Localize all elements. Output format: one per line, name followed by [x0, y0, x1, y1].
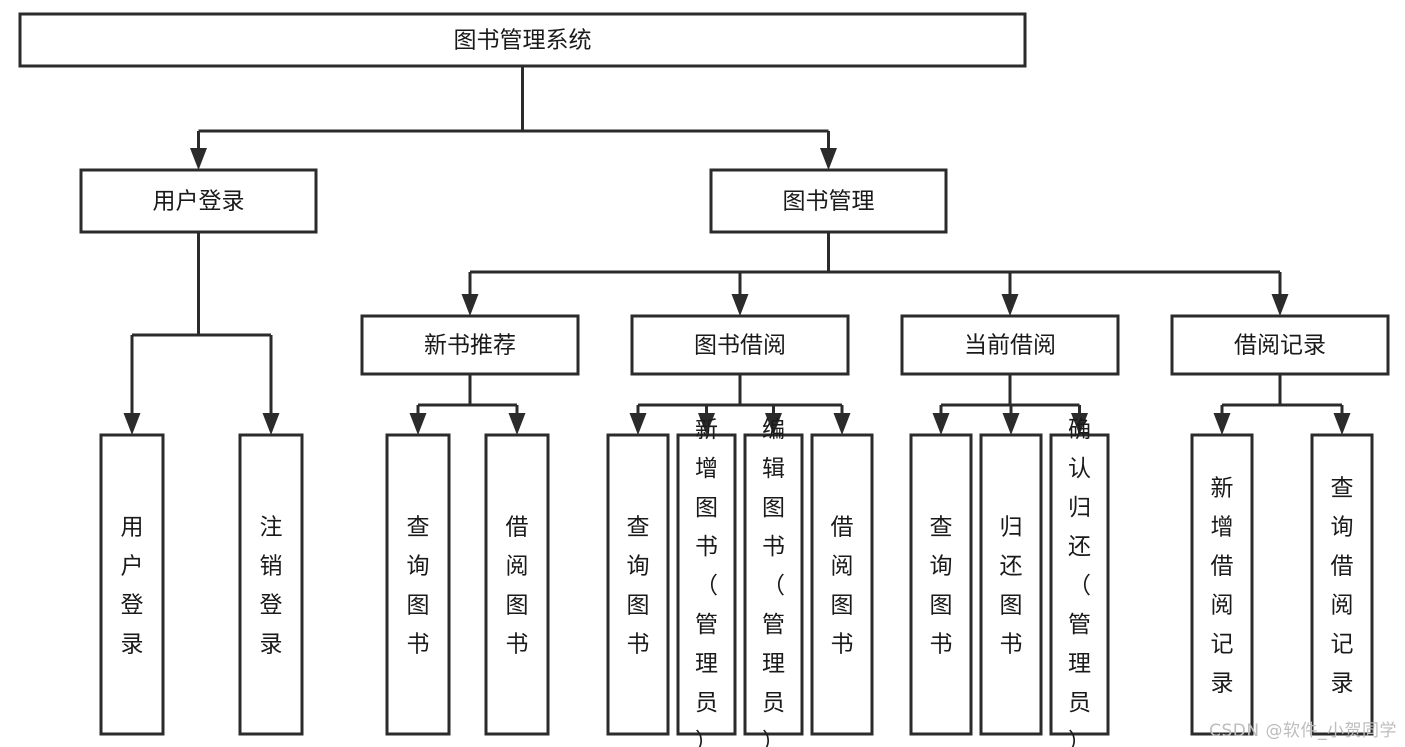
node-bookmgmt[interactable]: 图书管理 — [709, 168, 948, 234]
node-box-bookmgmt[interactable] — [709, 168, 948, 234]
node-label-bookmgmt: 图书管理 — [783, 189, 875, 215]
node-leaf11[interactable]: 确认归还（管理员） — [1049, 417, 1110, 747]
node-label-leaf12: 新增借阅记录 — [1211, 476, 1234, 697]
node-label-leaf6: 新增图书（管理员） — [695, 417, 718, 747]
node-leaf12[interactable]: 新增借阅记录 — [1190, 433, 1254, 736]
node-box-leaf10[interactable] — [979, 433, 1043, 736]
node-label-leaf10: 归还图书 — [1000, 515, 1023, 658]
nodes-layer: 图书管理系统用户登录图书管理新书推荐图书借阅当前借阅借阅记录用户登录注销登录查询… — [18, 12, 1390, 747]
node-label-borrow: 图书借阅 — [694, 333, 786, 359]
node-box-leaf3[interactable] — [385, 433, 451, 736]
node-box-login[interactable] — [79, 168, 318, 234]
node-label-leaf9: 查询图书 — [930, 515, 953, 658]
node-leaf3[interactable]: 查询图书 — [385, 433, 451, 736]
node-label-root: 图书管理系统 — [454, 28, 592, 54]
node-box-root[interactable] — [18, 12, 1027, 68]
node-leaf9[interactable]: 查询图书 — [909, 433, 973, 736]
edges-layer — [123, 66, 1351, 435]
node-label-current: 当前借阅 — [964, 333, 1056, 359]
node-label-leaf5: 查询图书 — [627, 515, 650, 658]
node-borrow[interactable]: 图书借阅 — [630, 314, 850, 376]
node-current[interactable]: 当前借阅 — [900, 314, 1120, 376]
node-label-login: 用户登录 — [153, 189, 245, 215]
node-label-leaf3: 查询图书 — [407, 515, 430, 658]
node-box-borrow[interactable] — [630, 314, 850, 376]
node-box-leaf2[interactable] — [238, 433, 304, 736]
node-box-leaf8[interactable] — [810, 433, 874, 736]
node-box-leaf9[interactable] — [909, 433, 973, 736]
node-label-leaf8: 借阅图书 — [831, 515, 854, 658]
node-leaf4[interactable]: 借阅图书 — [484, 433, 550, 736]
edge-group-newbook — [409, 374, 526, 435]
node-newbook[interactable]: 新书推荐 — [360, 314, 580, 376]
edge-group-borrow — [629, 374, 851, 435]
node-label-leaf1: 用户登录 — [121, 515, 144, 658]
node-login[interactable]: 用户登录 — [79, 168, 318, 234]
node-leaf6[interactable]: 新增图书（管理员） — [676, 417, 737, 747]
node-leaf10[interactable]: 归还图书 — [979, 433, 1043, 736]
node-records[interactable]: 借阅记录 — [1170, 314, 1390, 376]
node-label-leaf7: 编辑图书（管理员） — [762, 417, 785, 747]
node-box-leaf13[interactable] — [1310, 433, 1374, 736]
node-box-leaf1[interactable] — [99, 433, 165, 736]
node-leaf7[interactable]: 编辑图书（管理员） — [743, 417, 804, 747]
node-leaf2[interactable]: 注销登录 — [238, 433, 304, 736]
node-box-leaf11[interactable] — [1049, 433, 1110, 736]
node-label-newbook: 新书推荐 — [424, 333, 516, 359]
node-box-leaf6[interactable] — [676, 433, 737, 736]
node-root[interactable]: 图书管理系统 — [18, 12, 1027, 68]
node-box-newbook[interactable] — [360, 314, 580, 376]
node-box-records[interactable] — [1170, 314, 1390, 376]
node-label-leaf4: 借阅图书 — [506, 515, 529, 658]
edge-group-bookmgmt — [461, 232, 1289, 316]
node-box-leaf5[interactable] — [606, 433, 670, 736]
edge-group-current — [932, 374, 1088, 435]
edge-group-records — [1213, 374, 1351, 435]
node-leaf1[interactable]: 用户登录 — [99, 433, 165, 736]
node-box-leaf7[interactable] — [743, 433, 804, 736]
node-box-leaf12[interactable] — [1190, 433, 1254, 736]
node-label-leaf2: 注销登录 — [260, 515, 283, 658]
node-leaf8[interactable]: 借阅图书 — [810, 433, 874, 736]
node-label-records: 借阅记录 — [1234, 333, 1326, 359]
node-leaf5[interactable]: 查询图书 — [606, 433, 670, 736]
node-label-leaf13: 查询借阅记录 — [1331, 476, 1354, 697]
edge-group-root — [190, 66, 837, 170]
node-box-current[interactable] — [900, 314, 1120, 376]
watermark-label: CSDN @软件_小贺同学 — [1209, 721, 1397, 741]
node-leaf13[interactable]: 查询借阅记录 — [1310, 433, 1374, 736]
node-box-leaf4[interactable] — [484, 433, 550, 736]
node-label-leaf11: 确认归还（管理员） — [1068, 417, 1091, 747]
edge-group-login — [123, 232, 280, 435]
